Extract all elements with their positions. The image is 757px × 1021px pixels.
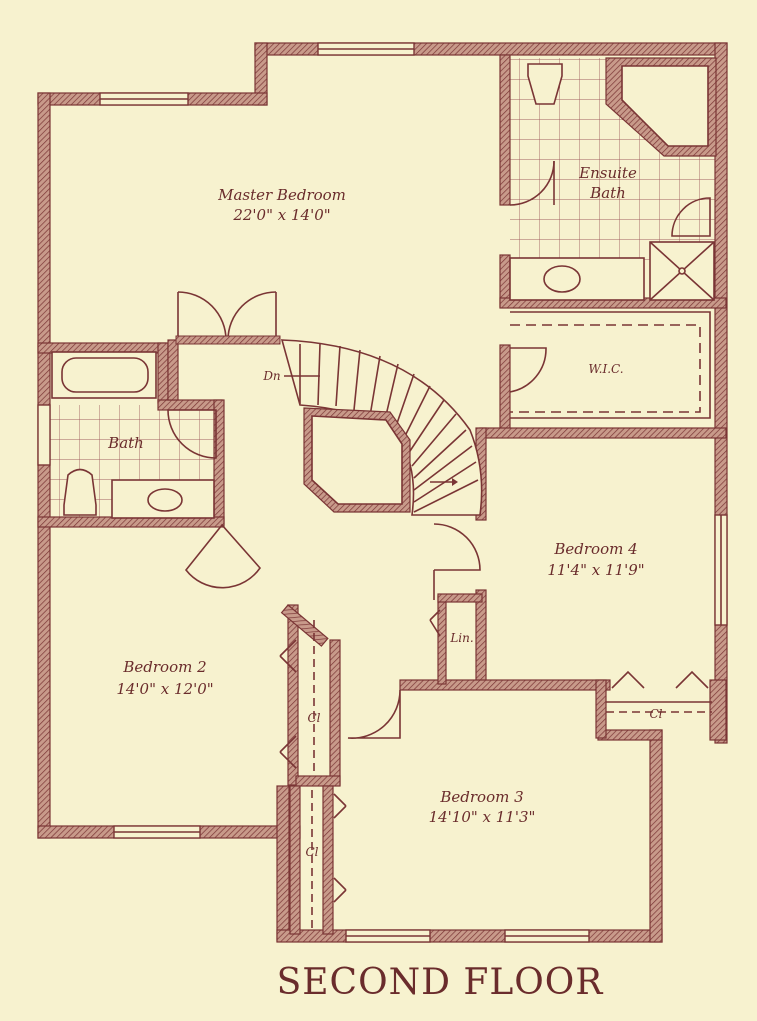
bedroom4-name: Bedroom 4	[553, 540, 637, 558]
bedroom3-name: Bedroom 3	[439, 788, 523, 806]
walls	[37, 42, 728, 943]
bath-label: Bath	[107, 434, 144, 452]
master-double-doors	[175, 291, 281, 345]
wic-shelving	[509, 311, 711, 419]
bedroom2-closet-label: Cl	[307, 711, 320, 725]
ensuite-name-line1: Ensuite	[578, 164, 637, 182]
floor-title: SECOND FLOOR	[277, 962, 604, 1003]
bedroom2-size: 14'0" x 12'0"	[116, 680, 213, 698]
closet-shelves	[311, 620, 712, 930]
toilet-icon	[63, 468, 97, 516]
toilet-icon	[527, 63, 563, 105]
sink-icon	[147, 488, 183, 512]
bedroom2-name: Bedroom 2	[122, 658, 206, 676]
sink-icon	[543, 265, 581, 293]
bedroom4-closet-label: Cl	[649, 707, 662, 721]
linen-closet-label: Lin.	[449, 631, 473, 645]
master-bedroom-name: Master Bedroom	[217, 186, 346, 204]
door-swings	[184, 523, 709, 903]
bath-fixtures	[51, 351, 217, 519]
ensuite-fixtures	[509, 57, 717, 301]
master-bedroom-size: 22'0" x 14'0"	[232, 206, 330, 224]
bedroom3-closet-label: Cl	[305, 845, 318, 859]
windows	[37, 42, 728, 943]
ensuite-name-line2: Bath	[589, 184, 626, 202]
stairs-down-label: Dn	[262, 369, 280, 383]
curved-staircase	[280, 339, 483, 516]
bedroom3-size: 14'10" x 11'3"	[429, 808, 536, 826]
bedroom4-size: 11'4" x 11'9"	[547, 561, 644, 579]
wic-label: W.I.C.	[588, 362, 623, 376]
